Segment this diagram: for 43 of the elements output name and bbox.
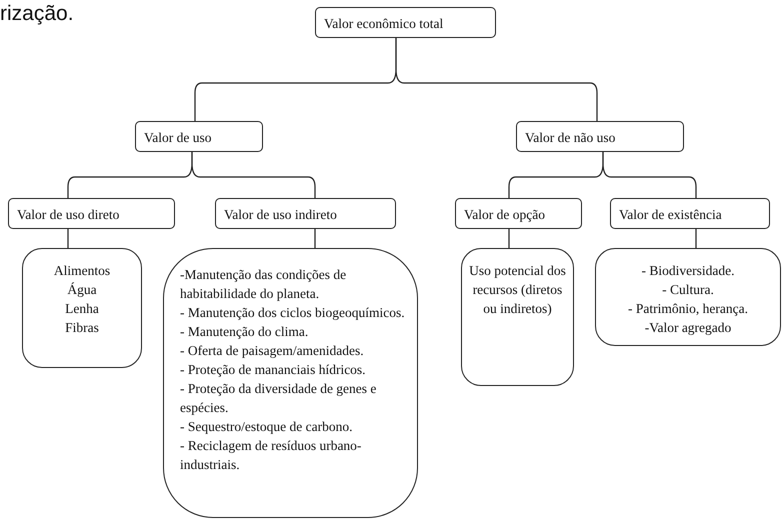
list-item: Alimentos (52, 262, 112, 280)
category-box (8, 198, 175, 229)
list-item: - Biodiversidade. (640, 262, 736, 280)
brace-connector (602, 152, 697, 198)
node-text: Valor de não uso (525, 129, 616, 147)
connector-line (67, 229, 69, 248)
node-text: Valor de opção (464, 206, 546, 224)
list-item: - Manutenção dos ciclos biogeoquímicos. (180, 304, 406, 322)
list-item: - Proteção da diversidade de genes e espécies. (180, 380, 378, 417)
category-box (610, 198, 770, 229)
connector-line (508, 229, 510, 248)
list-item: - Proteção de mananciais hídricos. (180, 361, 367, 379)
category-box (135, 121, 263, 152)
list-item: - Oferta de paisagem/amenidades. (180, 342, 365, 360)
list-item: Lenha (64, 300, 100, 318)
list-item: - Cultura. (661, 281, 715, 299)
list-item: - Manutenção do clima. (180, 323, 310, 341)
list-item: -Manutenção das condições de habitabilidade do planeta. (180, 266, 348, 303)
caption-fragment: rização. (0, 2, 74, 26)
list-item: Água (66, 281, 98, 299)
category-box (455, 198, 582, 229)
description-box (461, 248, 574, 386)
node-text: Valor de uso indireto (224, 206, 338, 224)
connector-line (695, 229, 697, 248)
node-text: Valor econômico total (324, 15, 444, 33)
category-box (215, 198, 396, 229)
description-box (163, 248, 418, 518)
list-item: Fibras (64, 319, 100, 337)
description-box (22, 248, 142, 368)
list-item: - Reciclagem de resíduos urbano-industriais. (180, 437, 362, 474)
list-item: - Sequestro/estoque de carbono. (180, 418, 354, 436)
node-text: Valor de existência (619, 206, 723, 224)
node-text: Valor de uso (144, 129, 212, 147)
category-box (315, 7, 496, 38)
node-text: Valor de uso direto (17, 206, 120, 224)
list-item: - Patrimônio, herança. (627, 300, 749, 318)
brace-connector (395, 38, 598, 121)
description-box (595, 248, 781, 346)
node-text: Uso potencial dos recursos (diretos ou indiretos) (468, 262, 567, 318)
brace-connector (191, 152, 316, 198)
connector-line (314, 229, 316, 248)
list-item: -Valor agregado (644, 319, 732, 337)
category-box (516, 121, 684, 152)
